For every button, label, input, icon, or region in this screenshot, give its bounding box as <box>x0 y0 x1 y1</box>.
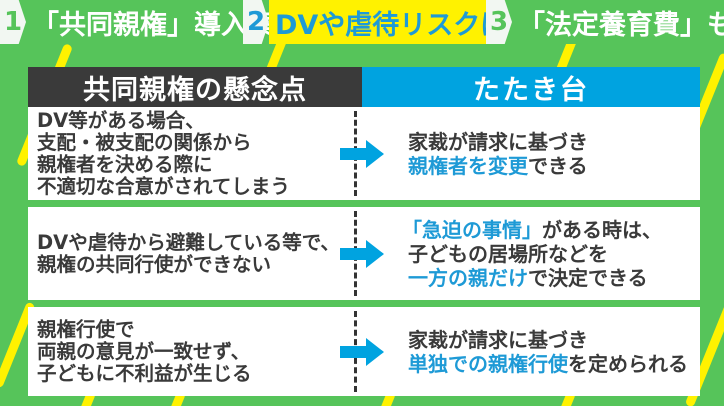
remedy-line: 一方の親だけで決定できる <box>402 266 700 290</box>
remedy-text: がある時は、 <box>542 217 662 242</box>
concern-cell: DV等がある場合、 支配・被支配の関係から 親権者を決める際に 不適切な合意がさ… <box>37 108 290 198</box>
arrow-right-icon <box>340 239 384 268</box>
remedy-text: で決定できる <box>528 265 648 290</box>
arrow-right-icon <box>340 139 384 168</box>
remedy-text: 家裁が請求に基づき <box>408 327 588 352</box>
remedy-text: できる <box>528 153 588 178</box>
topic-banner: 1 「共同親権」導入案 2 DVや虐待リスクは 3 「法定養育費」も <box>0 0 724 44</box>
remedy-text: 子どもの居場所などを <box>408 241 608 266</box>
concern-cell: 親権行使で 両親の意見が一致せず、 子どもに不利益が生じる <box>37 317 252 385</box>
remedy-line: 「急迫の事情」がある時は、 <box>402 218 700 242</box>
remedy-highlight: 「急迫の事情」 <box>402 217 542 242</box>
remedy-line: 子どもの居場所などを <box>402 242 700 266</box>
tab-label: 「共同親権」導入案 <box>26 0 275 44</box>
header-draft: たたき台 <box>362 67 700 107</box>
tab-number: 3 <box>486 0 512 44</box>
tab-number: 1 <box>0 0 26 44</box>
table-row: DV等がある場合、 支配・被支配の関係から 親権者を決める際に 不適切な合意がさ… <box>28 107 700 200</box>
remedy-line: 家裁が請求に基づき <box>408 328 700 352</box>
remedy-text: 家裁が請求に基づき <box>408 129 588 154</box>
comparison-table: 共同親権の懸念点 たたき台 DV等がある場合、 支配・被支配の関係から 親権者を… <box>28 67 700 396</box>
remedy-line: 親権者を変更できる <box>408 154 700 178</box>
table-row: DVや虐待から避難している等で、 親権の共同行使ができない 「急迫の事情」がある… <box>28 207 700 300</box>
remedy-highlight: 単独での親権行使 <box>408 351 568 376</box>
arrow-right-icon <box>340 337 384 366</box>
tab-label: DVや虐待リスクは <box>269 0 507 44</box>
remedy-line: 単独での親権行使を定められる <box>408 352 700 376</box>
table-row: 親権行使で 両親の意見が一致せず、 子どもに不利益が生じる 家裁が請求に基づき … <box>28 307 700 396</box>
remedy-highlight: 一方の親だけ <box>408 265 528 290</box>
concern-cell: DVや虐待から避難している等で、 親権の共同行使ができない <box>37 230 340 276</box>
remedy-cell: 家裁が請求に基づき 親権者を変更できる <box>364 107 700 200</box>
banner-tab-2-active: 2 DVや虐待リスクは <box>243 0 507 44</box>
remedy-cell: 家裁が請求に基づき 単独での親権行使を定められる <box>364 307 700 396</box>
header-concerns: 共同親権の懸念点 <box>28 67 362 107</box>
banner-tab-3: 3 「法定養育費」も <box>486 0 724 44</box>
remedy-line: 家裁が請求に基づき <box>408 130 700 154</box>
tab-number: 2 <box>243 0 269 44</box>
remedy-text: を定められる <box>568 351 688 376</box>
remedy-cell: 「急迫の事情」がある時は、 子どもの居場所などを 一方の親だけで決定できる <box>364 207 700 300</box>
tab-label: 「法定養育費」も <box>512 0 724 44</box>
banner-tab-1: 1 「共同親権」導入案 <box>0 0 275 44</box>
table-header: 共同親権の懸念点 たたき台 <box>28 67 700 107</box>
remedy-highlight: 親権者を変更 <box>408 153 528 178</box>
